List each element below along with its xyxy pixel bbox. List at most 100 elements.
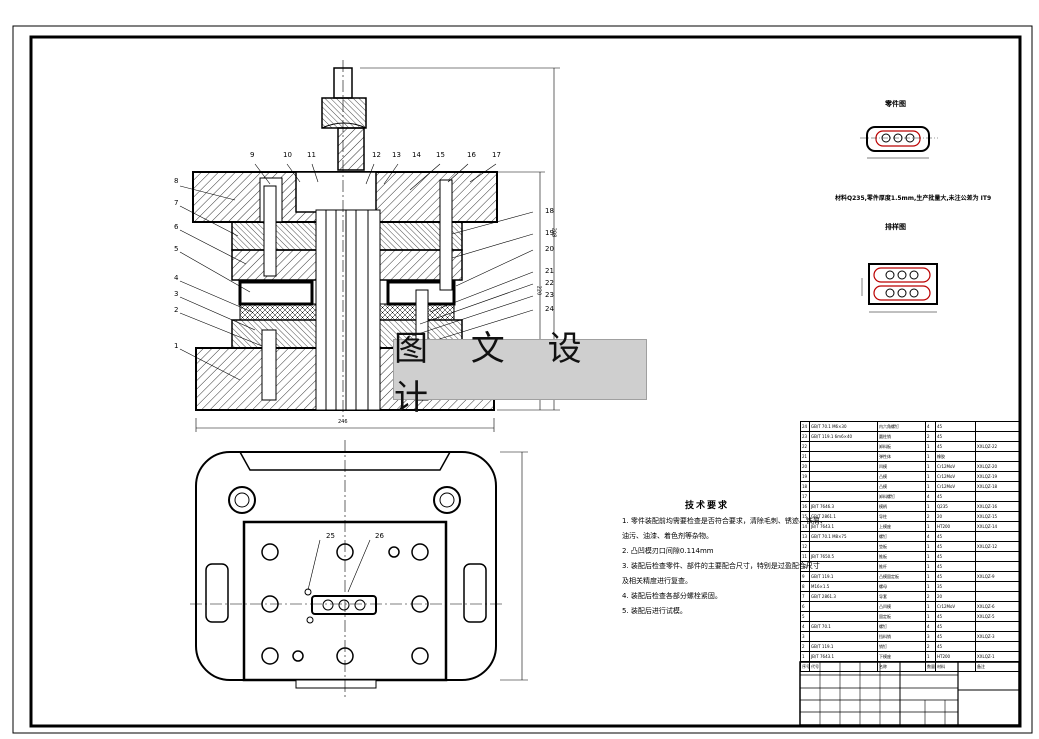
bom-cell: Cr12MoV — [935, 481, 976, 492]
tech-line-6: 4. 装配后检查各部分螺栓紧固。 — [622, 592, 722, 600]
label-24: 24 — [545, 305, 554, 313]
tech-line-5: 及相关精度进行复查。 — [622, 577, 692, 585]
bom-cell: 45 — [935, 611, 976, 622]
bom-cell — [809, 441, 878, 452]
bom-cell — [809, 471, 878, 482]
label-12: 12 — [372, 151, 381, 159]
bom-cell — [975, 581, 1020, 592]
material-note: 材料Q235,零件厚度1.5mm,生产批量大,未注公差为 IT9 — [835, 195, 992, 202]
bom-cell — [809, 461, 878, 472]
bom-cell: 1 — [925, 581, 936, 592]
tech-line-4: 3. 装配后检查零件、部件的主要配合尺寸，特别是过盈配合尺寸 — [622, 562, 820, 570]
label-6: 6 — [174, 223, 179, 231]
part-drawing-title: 零件图 — [885, 100, 906, 108]
bom-cell: 22 — [800, 441, 810, 452]
label-16: 16 — [467, 151, 476, 159]
tech-line-2: 油污、油漆、着色剂等杂物。 — [622, 532, 713, 540]
bom-cell: XXLQZ-12 — [975, 541, 1020, 552]
strip-layout-drawing — [861, 263, 938, 313]
bom-cell: 凸模 — [877, 481, 926, 492]
bom-cell — [809, 631, 878, 642]
bom-cell: 螺钉 — [877, 531, 926, 542]
bom-cell: 下模座 — [877, 651, 926, 662]
bom-cell: 45 — [935, 531, 976, 542]
bom-cell: 45 — [935, 621, 976, 632]
bom-cell — [809, 611, 878, 622]
label-25: 25 — [326, 532, 335, 540]
bom-cell: GB/T 119.1 — [809, 571, 878, 582]
bom-cell: 1 — [925, 481, 936, 492]
bom-cell: 4 — [925, 621, 936, 632]
label-4: 4 — [174, 274, 179, 282]
bom-cell: 20 — [800, 461, 810, 472]
bom-cell: 圆柱销 — [877, 431, 926, 442]
bom-cell: 卸料螺钉 — [877, 491, 926, 502]
bom-cell: GB/T 70.1 M6×30 — [809, 421, 878, 432]
bom-cell: 21 — [800, 451, 810, 462]
label-21: 21 — [545, 267, 554, 275]
label-9: 9 — [250, 151, 255, 159]
bom-cell: 内六角螺钉 — [877, 421, 926, 432]
bom-cell — [809, 491, 878, 502]
bom-cell: 推板 — [877, 551, 926, 562]
bom-cell: 45 — [935, 421, 976, 432]
bom-cell — [809, 561, 878, 572]
label-18: 18 — [545, 207, 554, 215]
label-20: 20 — [545, 245, 554, 253]
bom-cell — [975, 451, 1020, 462]
bom-cell: HT200 — [935, 651, 976, 662]
bom-cell — [809, 601, 878, 612]
bom-cell: 9 — [800, 571, 810, 582]
watermark: 图 文 设 计 — [393, 329, 647, 418]
bom-cell: GB/T 2861.1 — [809, 511, 878, 522]
bom-cell: 1 — [925, 541, 936, 552]
bom-cell: XXLQZ-5 — [975, 611, 1020, 622]
strip-layout-title: 排样图 — [885, 223, 906, 231]
bom-cell: 挡料销 — [877, 631, 926, 642]
bom-cell: 3 — [925, 631, 936, 642]
bom-cell: XXLQZ-20 — [975, 461, 1020, 472]
bom-cell: 1 — [925, 461, 936, 472]
bom-cell: GB/T 70.1 M8×75 — [809, 531, 878, 542]
label-15: 15 — [436, 151, 445, 159]
die-section-view — [179, 60, 560, 432]
bom-cell: GB/T 2861.3 — [809, 591, 878, 602]
bom-header-row: 序号代号名称数量材料备注 — [800, 661, 1020, 672]
bom-cell: 5 — [800, 611, 810, 622]
bom-cell: M16×1.5 — [809, 581, 878, 592]
bom-header-cell: 名称 — [877, 661, 926, 672]
bom-cell: 8 — [800, 581, 810, 592]
bom-cell: 16 — [800, 501, 810, 512]
bom-cell: 4 — [800, 621, 810, 632]
bom-cell: 11 — [800, 551, 810, 562]
bom-cell: 15 — [800, 511, 810, 522]
bom-cell: 1 — [925, 601, 936, 612]
bom-cell: 45 — [935, 571, 976, 582]
bom-cell: 20 — [935, 511, 976, 522]
bom-cell — [975, 591, 1020, 602]
bom-cell: 18 — [800, 481, 810, 492]
bom-cell: XXLQZ-6 — [975, 601, 1020, 612]
bom-cell: 橡胶 — [935, 451, 976, 462]
bom-cell: 24 — [800, 421, 810, 432]
bom-cell: JB/T 7650.5 — [809, 551, 878, 562]
bom-header-cell: 材料 — [935, 661, 976, 672]
bom-cell: 1 — [925, 441, 936, 452]
bom-cell: XXLQZ-3 — [975, 631, 1020, 642]
bom-cell: 45 — [935, 541, 976, 552]
bom-cell: XXLQZ-19 — [975, 471, 1020, 482]
bom-cell: XXLQZ-16 — [975, 501, 1020, 512]
